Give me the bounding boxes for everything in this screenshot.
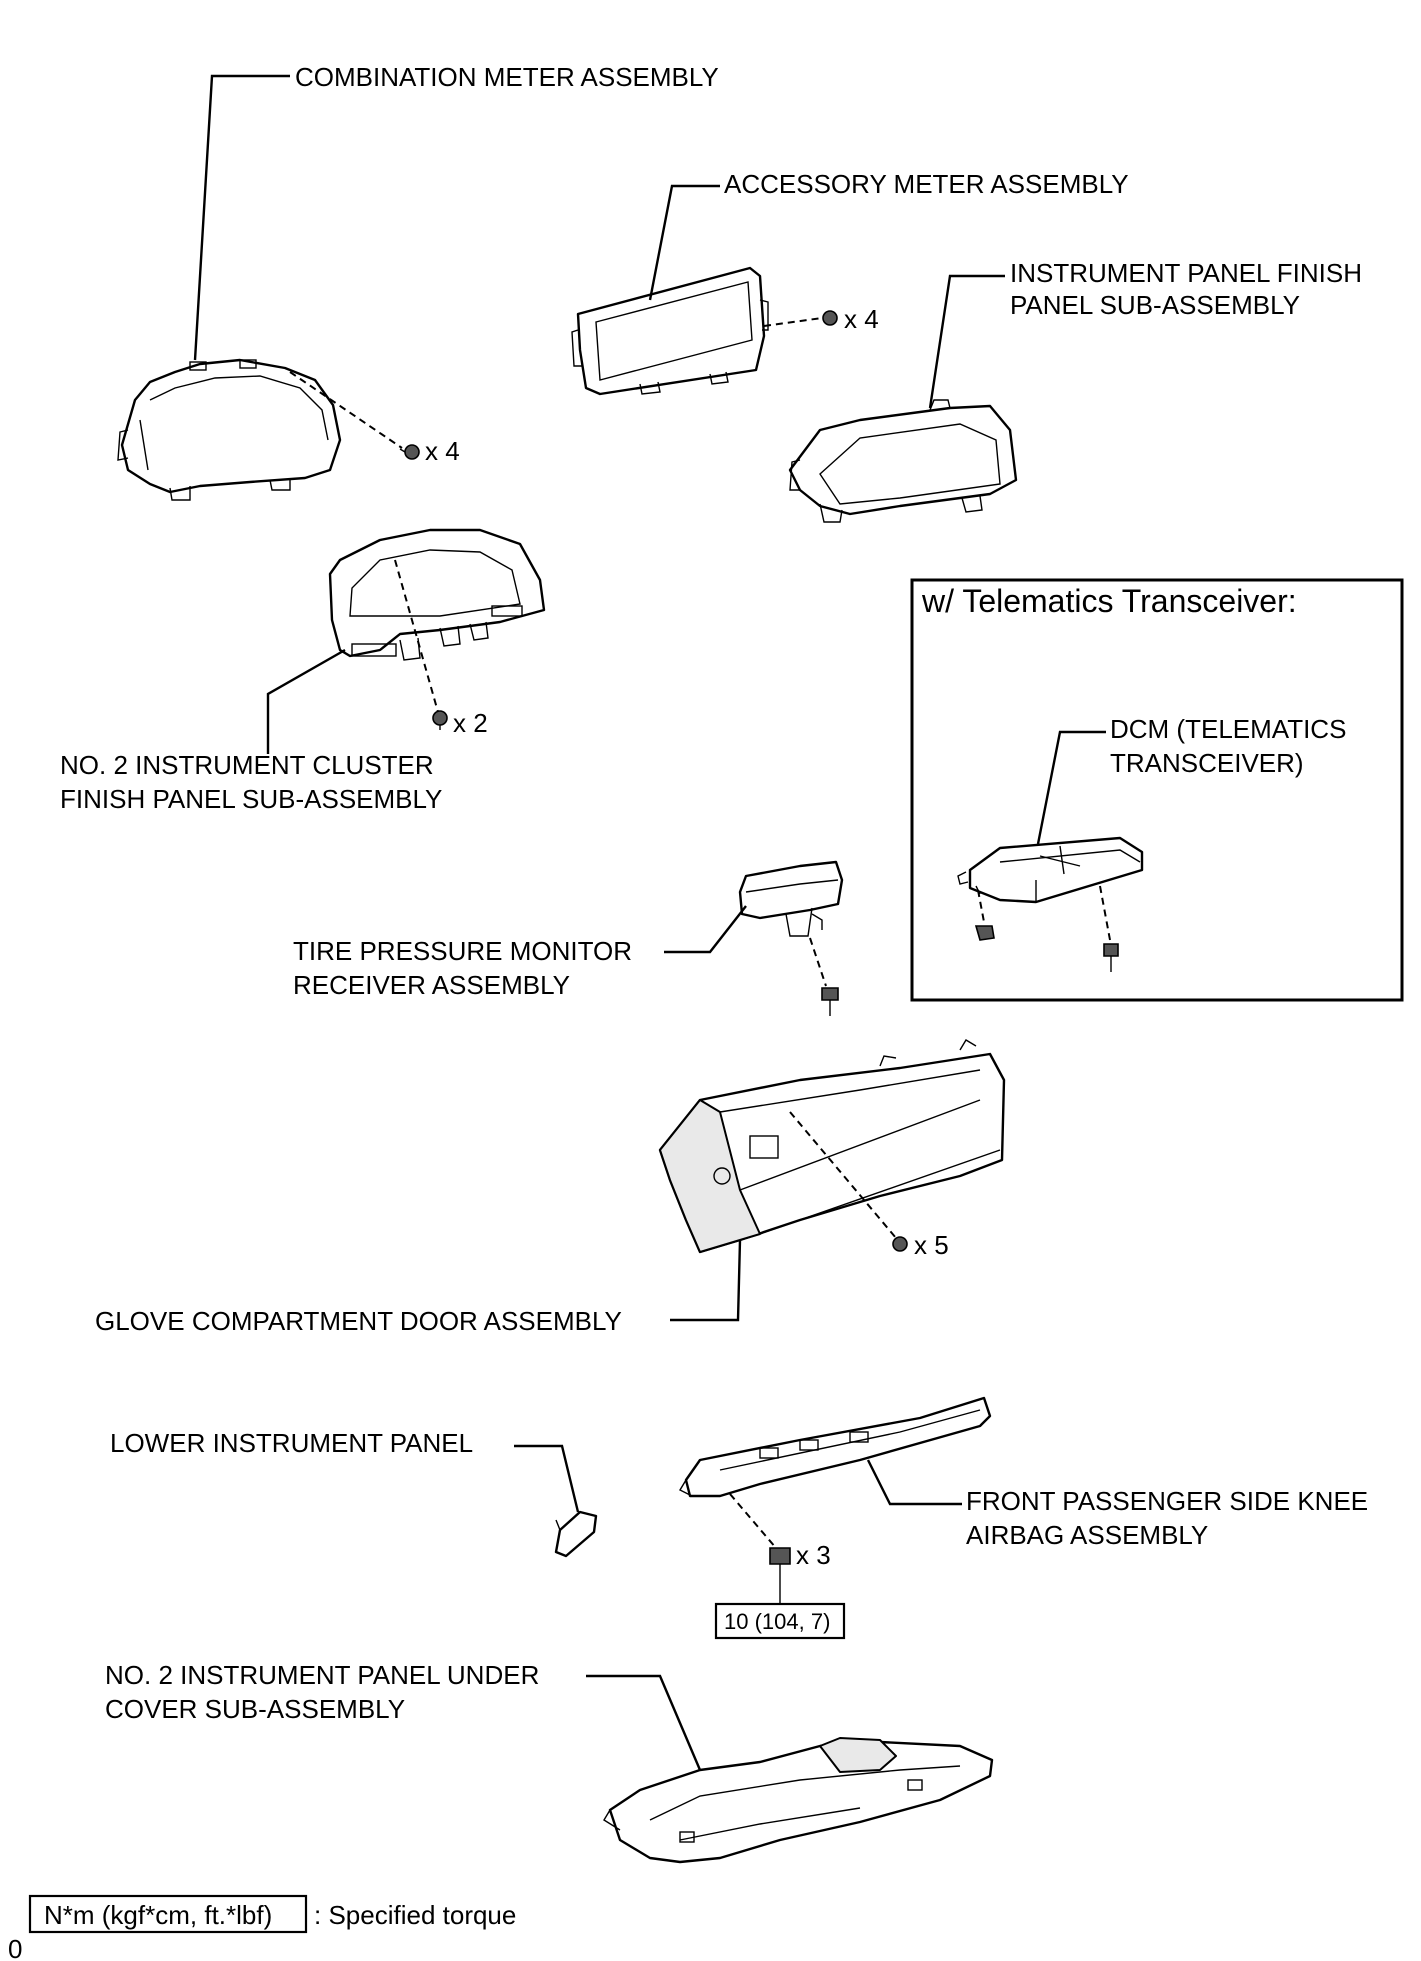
combination-meter-assembly (117, 358, 342, 501)
combination-meter-screw-qty: x 4 (425, 436, 460, 466)
instrument-panel-finish-panel (788, 399, 1018, 523)
accessory-meter-label: ACCESSORY METER ASSEMBLY (724, 169, 1129, 199)
knee-airbag-label-line2: AIRBAG ASSEMBLY (966, 1520, 1208, 1550)
combination-meter-label: COMBINATION METER ASSEMBLY (295, 62, 719, 92)
accessory-meter-screw-icon (822, 310, 838, 326)
telematics-option-box (910, 578, 1404, 1002)
no2-cluster-label-line1: NO. 2 INSTRUMENT CLUSTER (60, 750, 434, 780)
torque-unit-legend-desc: : Specified torque (314, 1900, 516, 1930)
tpms-label-line1: TIRE PRESSURE MONITOR (293, 936, 632, 966)
tpms-bolt-icon (821, 987, 839, 1016)
dcm-telematics-transceiver (957, 836, 1144, 904)
under-cover-label-line2: COVER SUB-ASSEMBLY (105, 1694, 405, 1724)
knee-airbag-assembly (679, 1396, 992, 1498)
glove-compartment-door (658, 1039, 1006, 1254)
ip-finish-panel-label-line1: INSTRUMENT PANEL FINISH (1010, 258, 1362, 288)
dcm-bolt-icon (1103, 943, 1119, 972)
dcm-label-line1: DCM (TELEMATICS (1110, 714, 1346, 744)
knee-airbag-bolt-qty: x 3 (796, 1540, 831, 1570)
accessory-meter-assembly (571, 266, 769, 396)
no2-ip-under-cover (603, 1737, 994, 1864)
torque-unit-legend-box (28, 1894, 308, 1934)
knee-airbag-torque-box (714, 1602, 846, 1640)
torque-unit-legend-text: N*m (kgf*cm, ft.*lbf) (44, 1900, 272, 1930)
dcm-label-line2: TRANSCEIVER) (1110, 748, 1304, 778)
telematics-title: w/ Telematics Transceiver: (921, 583, 1297, 619)
knee-airbag-torque-value: 10 (104, 7) (724, 1609, 830, 1634)
no2-instrument-cluster-finish-panel (328, 528, 546, 661)
knee-airbag-label-line1: FRONT PASSENGER SIDE KNEE (966, 1486, 1368, 1516)
lower-ip-label: LOWER INSTRUMENT PANEL (110, 1428, 473, 1458)
accessory-meter-screw-qty: x 4 (844, 304, 879, 334)
no2-cluster-label-line2: FINISH PANEL SUB-ASSEMBLY (60, 784, 442, 814)
dcm-clip-icon (974, 925, 995, 941)
ip-finish-panel-label-line2: PANEL SUB-ASSEMBLY (1010, 290, 1300, 320)
tire-pressure-monitor-receiver (738, 860, 844, 937)
glove-box-screw-icon (892, 1236, 908, 1252)
figure-code: 0 (8, 1934, 22, 1961)
combination-meter-screw-icon (399, 444, 420, 460)
tpms-label-line2: RECEIVER ASSEMBLY (293, 970, 570, 1000)
glove-box-label: GLOVE COMPARTMENT DOOR ASSEMBLY (95, 1306, 622, 1336)
cluster-finish-screw-icon (432, 710, 448, 730)
glove-box-screw-qty: x 5 (914, 1230, 949, 1260)
knee-airbag-bolt-icon (769, 1547, 791, 1604)
lower-instrument-panel (554, 1510, 598, 1558)
cluster-finish-screw-qty: x 2 (453, 708, 488, 738)
under-cover-label-line1: NO. 2 INSTRUMENT PANEL UNDER (105, 1660, 539, 1690)
